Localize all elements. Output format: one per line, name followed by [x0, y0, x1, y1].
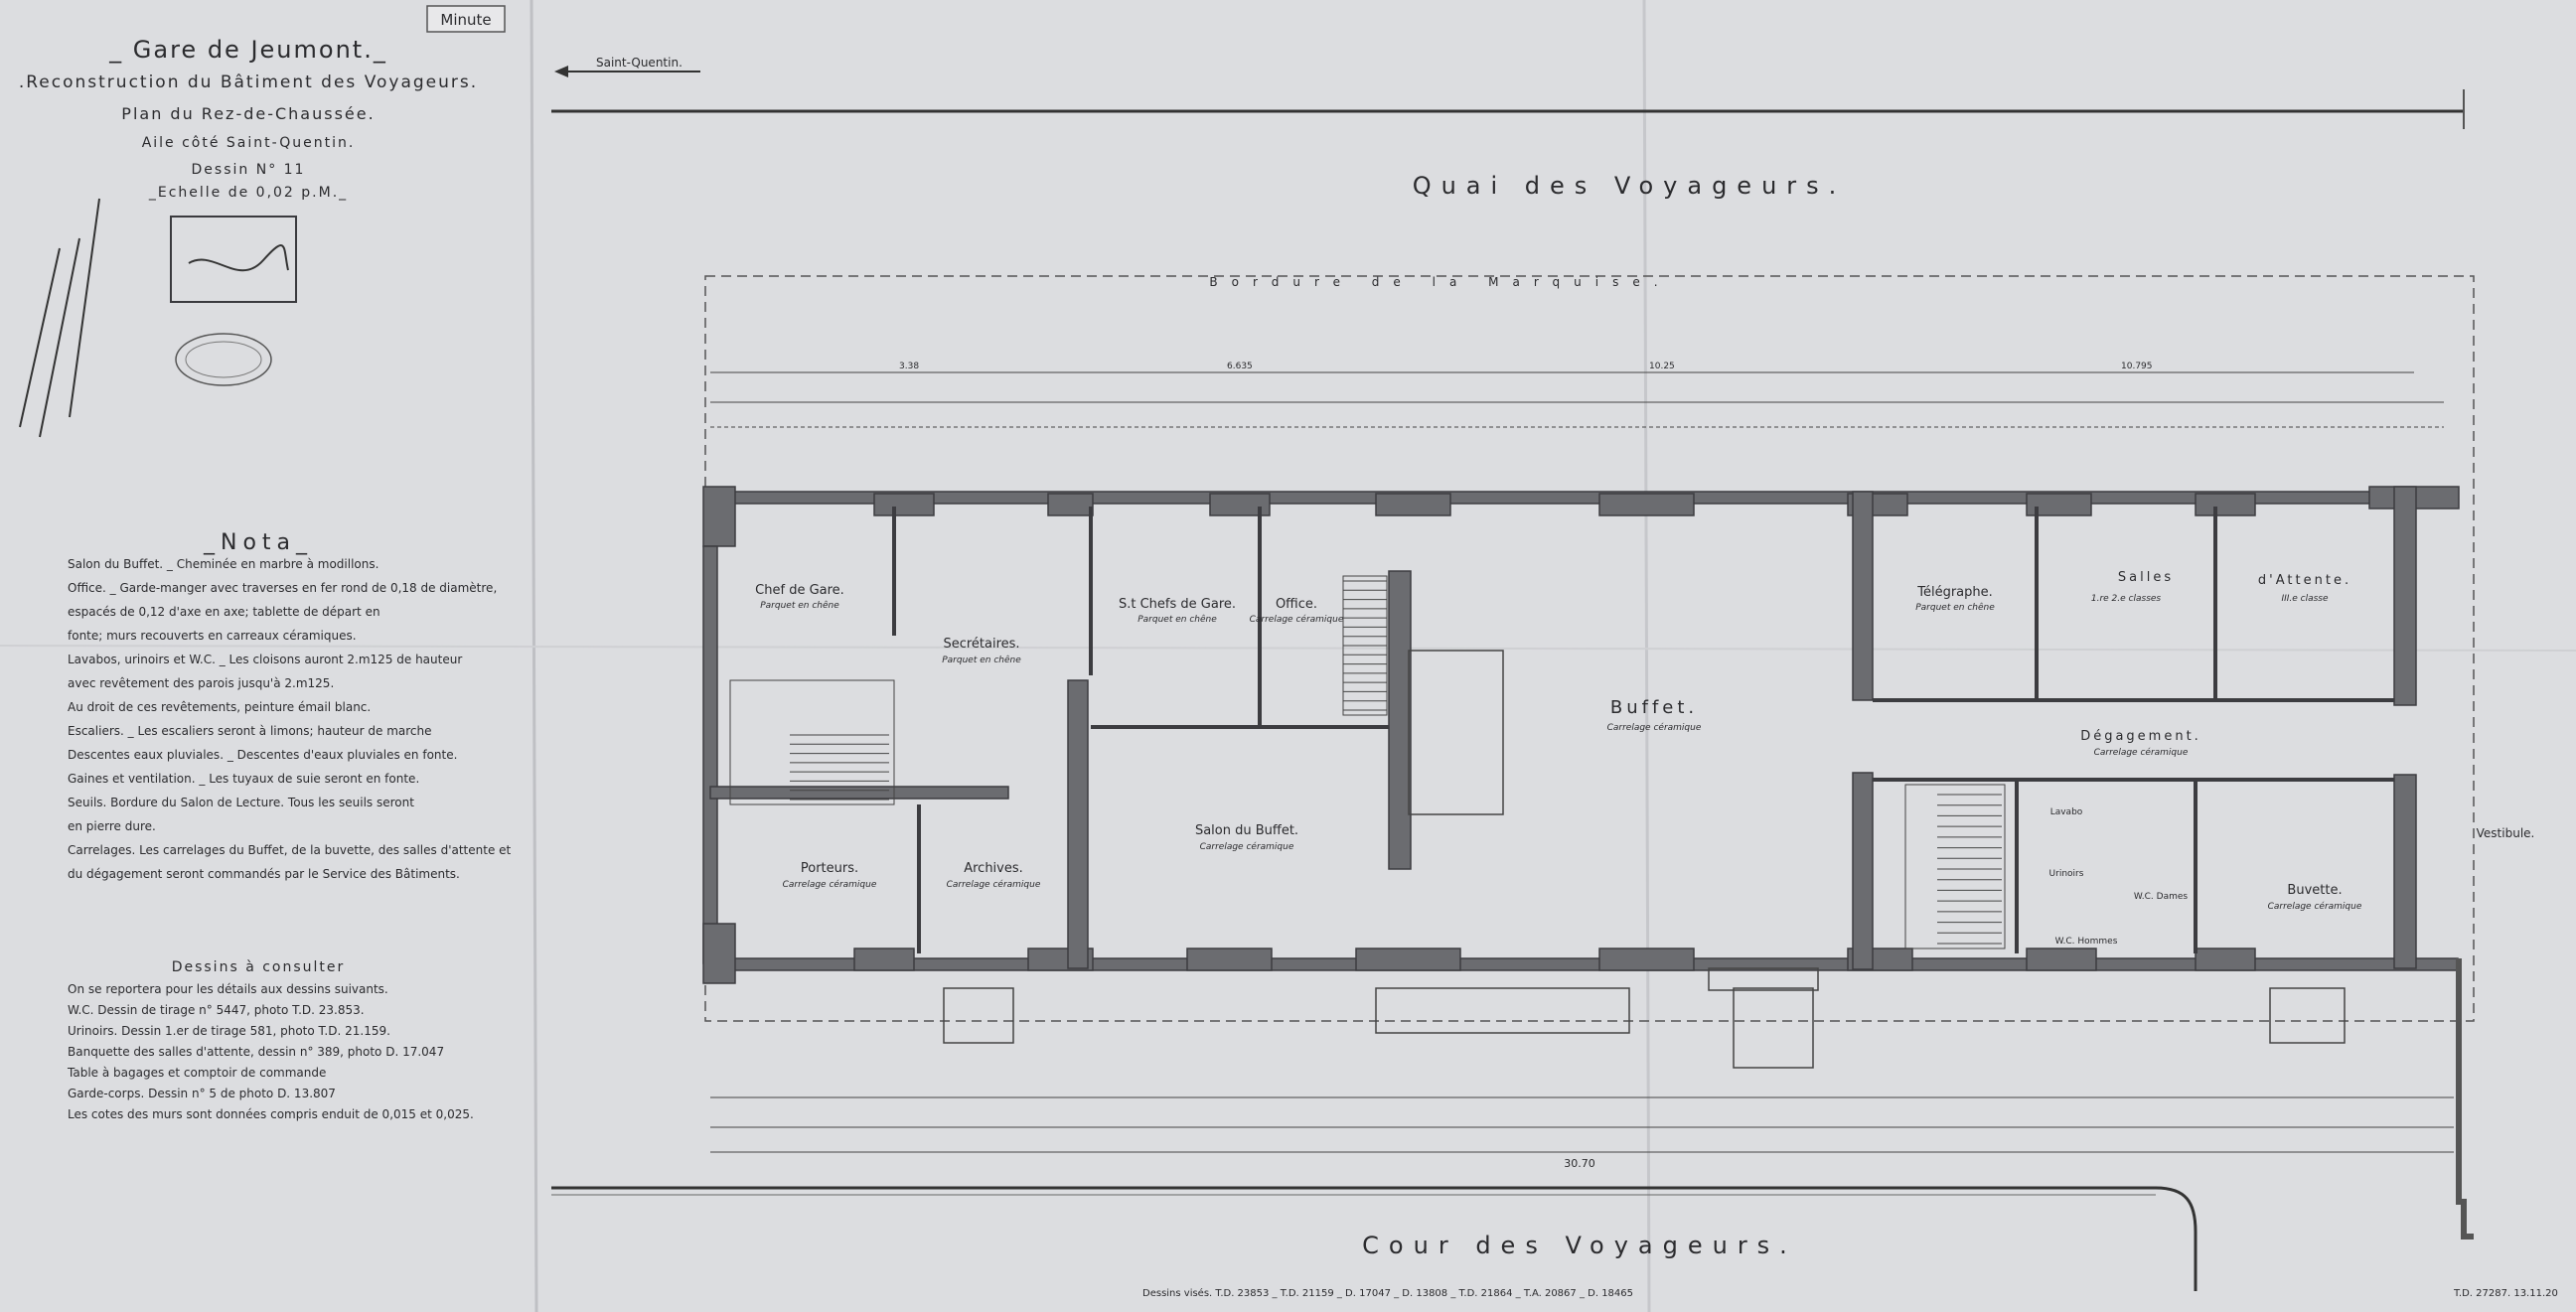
- room-label: W.C. Hommes: [2055, 937, 2118, 947]
- vestibule-label: Vestibule.: [2477, 826, 2535, 840]
- title-line-6: _Echelle de 0,02 p.M._: [148, 185, 348, 201]
- room-label: Secrétaires.: [943, 637, 1019, 652]
- dessins-text: On se reportera pour les détails aux des…: [67, 982, 474, 1121]
- room-floor-label: Parquet en chêne: [1915, 602, 1995, 613]
- nota-line: Descentes eaux pluviales. _ Descentes d'…: [68, 748, 457, 762]
- cour-label: Cour des Voyageurs.: [1362, 1232, 1797, 1259]
- marquise-label: Bordure de la Marquise.: [1209, 275, 1671, 289]
- nota-line: Escaliers. _ Les escaliers seront à limo…: [68, 724, 432, 738]
- approval-stamp: [170, 216, 297, 303]
- entrance-steps: [943, 967, 2346, 1069]
- buffet-counter: [1408, 650, 1504, 815]
- title-line-1: _ Gare de Jeumont._: [108, 36, 387, 64]
- fold-line: [0, 645, 2576, 652]
- nota-line: Seuils. Bordure du Salon de Lecture. Tou…: [68, 796, 414, 809]
- stair-steps: [790, 580, 2002, 945]
- room-label: Office.: [1276, 597, 1317, 612]
- title-line-3: Plan du Rez-de-Chaussée.: [121, 104, 375, 123]
- room-floor-label: III.e classe: [2281, 594, 2329, 604]
- room-floor-label: Parquet en chêne: [942, 655, 1021, 665]
- footer-number: T.D. 27287. 13.11.20: [2453, 1288, 2558, 1299]
- nota-line: Au droit de ces revêtements, peinture ém…: [68, 700, 371, 714]
- fold-line: [530, 0, 538, 1312]
- marquise-outline: [704, 275, 2475, 1022]
- room-label: Salon du Buffet.: [1195, 823, 1298, 838]
- nota-line: en pierre dure.: [68, 819, 156, 833]
- room-floor-label: Parquet en chêne: [760, 600, 839, 611]
- nota-line: Lavabos, urinoirs et W.C. _ Les cloisons…: [68, 653, 462, 666]
- seal-stamp: [175, 333, 272, 386]
- room-floor-label: Carrelage céramique: [2094, 747, 2189, 758]
- room-floor-label: Carrelage céramique: [783, 879, 877, 890]
- title-line-4: Aile côté Saint-Quentin.: [142, 135, 356, 151]
- room-floor-label: Carrelage céramique: [1200, 841, 1294, 852]
- room-label: Archives.: [964, 861, 1023, 876]
- dessins-line: Urinoirs. Dessin 1.er de tirage 581, pho…: [68, 1024, 390, 1038]
- room-label: W.C. Dames: [2134, 892, 2188, 902]
- room-floor-label: Carrelage céramique: [2268, 901, 2362, 912]
- dimension-top-1: 3.38: [899, 362, 919, 371]
- nota-line: Salon du Buffet. _ Cheminée en marbre à …: [68, 557, 379, 571]
- nota-line: Gaines et ventilation. _ Les tuyaux de s…: [68, 772, 419, 786]
- room-label: d'Attente.: [2258, 573, 2351, 588]
- fold-line: [1642, 0, 1651, 1312]
- vestibule-wall: [2456, 958, 2474, 1239]
- dessins-line: Les cotes des murs sont données compris …: [68, 1107, 474, 1121]
- direction-label: Saint-Quentin.: [596, 56, 682, 70]
- partitions: [892, 507, 2394, 953]
- title-line-5: Dessin N° 11: [192, 162, 306, 178]
- room-label: Chef de Gare.: [755, 583, 844, 598]
- dimension-top-4: 10.795: [2121, 362, 2153, 371]
- room-label: Porteurs.: [801, 861, 858, 876]
- room-label: Salles: [2118, 570, 2174, 585]
- minute-stamp-box: [426, 5, 506, 33]
- dessins-line: W.C. Dessin de tirage n° 5447, photo T.D…: [68, 1003, 365, 1017]
- seal-stamp-inner: [185, 341, 262, 378]
- dessins-line: Garde-corps. Dessin n° 5 de photo D. 13.…: [68, 1087, 336, 1100]
- nota-line: Carrelages. Les carrelages du Buffet, de…: [68, 843, 512, 857]
- room-floor-label: Parquet en chêne: [1137, 614, 1217, 625]
- nota-line: fonte; murs recouverts en carreaux céram…: [68, 629, 357, 643]
- signature: [188, 244, 289, 272]
- room-label: Buffet.: [1610, 697, 1698, 718]
- room-floor-label: Carrelage céramique: [1250, 614, 1344, 625]
- room-label: Dégagement.: [2080, 729, 2201, 744]
- title-line-2: .Reconstruction du Bâtiment des Voyageur…: [19, 73, 478, 92]
- footer-references: Dessins visés. T.D. 23853 _ T.D. 21159 _…: [1142, 1287, 1633, 1299]
- dimension-top-2: 6.635: [1227, 362, 1253, 371]
- room-floor-label: 1.re 2.e classes: [2091, 594, 2162, 604]
- nota-title: _Nota_: [203, 530, 313, 555]
- cour-edge: [551, 1186, 2197, 1291]
- nota-text: Salon du Buffet. _ Cheminée en marbre à …: [68, 557, 512, 881]
- dessins-title: Dessins à consulter: [172, 959, 346, 975]
- dimension-bottom-total: 30.70: [1564, 1157, 1595, 1170]
- arrow-head-icon: [554, 66, 568, 77]
- room-label: Buvette.: [2287, 883, 2342, 898]
- dessins-line: On se reportera pour les détails aux des…: [68, 982, 388, 996]
- building-walls: [702, 486, 2460, 984]
- dimension-top-3: 10.25: [1649, 362, 1675, 371]
- room-label: Lavabo: [2050, 807, 2083, 817]
- dessins-line: Table à bagages et comptoir de commande: [67, 1066, 326, 1080]
- minute-stamp: Minute: [440, 11, 491, 29]
- nota-line: avec revêtement des parois jusqu'à 2.m12…: [68, 676, 334, 690]
- nota-line: espacés de 0,12 d'axe en axe; tablette d…: [68, 605, 380, 619]
- room-label: Urinoirs: [2049, 869, 2084, 879]
- room-floor-label: Carrelage céramique: [1607, 722, 1702, 733]
- quai-label: Quai des Voyageurs.: [1413, 172, 1847, 200]
- room-label: S.t Chefs de Gare.: [1119, 597, 1236, 612]
- dessins-line: Banquette des salles d'attente, dessin n…: [68, 1045, 444, 1059]
- handwritten-annotation: [19, 198, 100, 438]
- room-label: Télégraphe.: [1916, 585, 1993, 600]
- room-floor-label: Carrelage céramique: [947, 879, 1041, 890]
- nota-line: du dégagement seront commandés par le Se…: [68, 867, 460, 881]
- nota-line: Office. _ Garde-manger avec traverses en…: [68, 581, 497, 595]
